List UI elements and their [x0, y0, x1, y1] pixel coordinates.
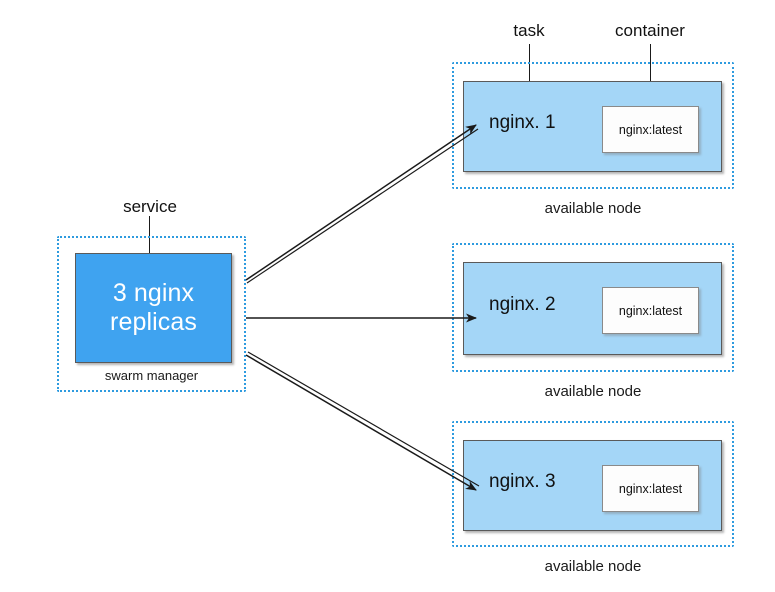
task-box-3[interactable]: nginx. 3 nginx:latest — [463, 440, 722, 531]
available-node-2-group — [452, 243, 734, 372]
swarm-manager-group — [57, 236, 246, 392]
container-box-2[interactable]: nginx:latest — [602, 287, 699, 334]
task-label-2: nginx. 2 — [489, 294, 556, 315]
available-node-1-caption: available node — [544, 200, 642, 217]
service-box-label: 3 nginx replicas — [110, 279, 197, 336]
annotation-service: service — [123, 197, 177, 216]
container-label-3: nginx:latest — [618, 481, 683, 496]
container-label-2: nginx:latest — [618, 303, 683, 318]
task-label-3: nginx. 3 — [489, 471, 556, 492]
arrow-service-to-node-1 — [245, 124, 479, 284]
container-box-1[interactable]: nginx:latest — [602, 106, 699, 153]
task-label-1: nginx. 1 — [489, 112, 556, 133]
service-box[interactable]: 3 nginx replicas — [75, 253, 232, 363]
container-box-3[interactable]: nginx:latest — [602, 465, 699, 512]
available-node-3-caption: available node — [544, 558, 642, 575]
leader-line-service — [149, 216, 150, 278]
leader-line-container — [650, 44, 651, 104]
arrow-service-to-node-3 — [245, 351, 480, 491]
available-node-2-caption: available node — [544, 383, 642, 400]
task-box-1[interactable]: nginx. 1 nginx:latest — [463, 81, 722, 172]
swarm-manager-caption: swarm manager — [104, 368, 199, 383]
task-box-2[interactable]: nginx. 2 nginx:latest — [463, 262, 722, 355]
container-label-1: nginx:latest — [618, 122, 683, 137]
annotation-task: task — [513, 21, 545, 40]
annotation-container: container — [615, 21, 685, 40]
